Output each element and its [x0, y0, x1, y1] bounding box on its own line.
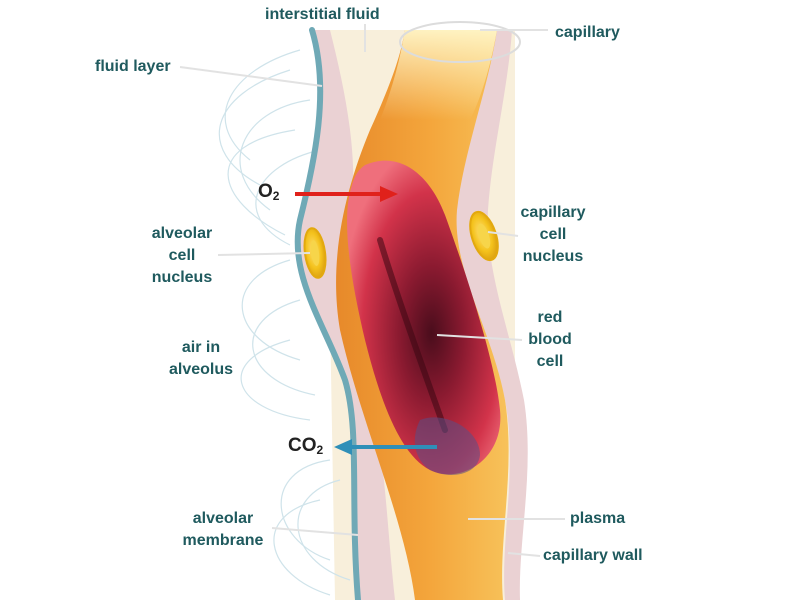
alveolar-nucleus-inner [310, 240, 320, 266]
capillary-nucleus-inner [477, 223, 491, 249]
label-red-blood-cell-line1: red [537, 309, 563, 326]
label-air-in-alveolus-line2: alveolus [168, 361, 234, 378]
red-blood-cell-shape [347, 160, 501, 475]
red-blood-cell-deoxy-tint [414, 417, 480, 475]
label-capillary-cell-nucleus: capillary cell nucleus [508, 202, 598, 268]
air-flow-lines [218, 49, 351, 596]
leader-capillary-wall [507, 552, 541, 557]
label-plasma: plasma [570, 510, 626, 527]
label-interstitial-fluid: interstitial fluid [265, 6, 380, 23]
leader-capillary-nucleus [487, 231, 519, 237]
o2-label: O2 [258, 181, 279, 203]
capillary-opening [399, 21, 521, 63]
label-alveolar-cell-nucleus-line2: cell [168, 247, 196, 264]
alveolar-membrane-edge [294, 27, 361, 600]
label-alveolar-membrane-line1: alveolar [192, 510, 254, 527]
label-red-blood-cell-line2: blood [528, 331, 572, 348]
co2-arrow-icon [334, 439, 437, 455]
leader-alveolar-membrane [271, 527, 359, 536]
label-capillary-cell-nucleus-line1: capillary [520, 204, 586, 221]
leader-lines [179, 24, 565, 557]
label-air-in-alveolus: air in alveolus [158, 337, 244, 381]
label-alveolar-cell-nucleus-line3: nucleus [151, 269, 213, 286]
leader-alveolar-nucleus [217, 252, 311, 256]
label-red-blood-cell: red blood cell [517, 307, 583, 373]
label-capillary: capillary [555, 24, 620, 41]
label-air-in-alveolus-line1: air in [181, 339, 221, 356]
label-alveolar-membrane: alveolar membrane [168, 508, 278, 552]
co2-label: CO2 [288, 435, 323, 457]
co2-subscript: 2 [316, 443, 324, 457]
label-fluid-layer: fluid layer [95, 58, 171, 75]
label-capillary-wall: capillary wall [543, 547, 643, 564]
label-alveolar-cell-nucleus-line1: alveolar [151, 225, 213, 242]
capillary-endothelium [454, 30, 528, 600]
leader-fluid-layer [179, 66, 323, 87]
red-blood-cell-fold [377, 237, 448, 433]
o2-arrow-icon [295, 186, 398, 202]
label-capillary-cell-nucleus-line3: nucleus [522, 248, 584, 265]
leader-red-blood-cell [436, 334, 523, 341]
label-alveolar-cell-nucleus: alveolar cell nucleus [140, 223, 224, 289]
label-capillary-cell-nucleus-line2: cell [539, 226, 567, 243]
label-red-blood-cell-line3: cell [536, 353, 564, 370]
label-alveolar-membrane-line2: membrane [182, 532, 264, 549]
o2-symbol: O [258, 181, 273, 202]
o2-subscript: 2 [272, 189, 280, 203]
co2-symbol: CO [288, 435, 317, 456]
